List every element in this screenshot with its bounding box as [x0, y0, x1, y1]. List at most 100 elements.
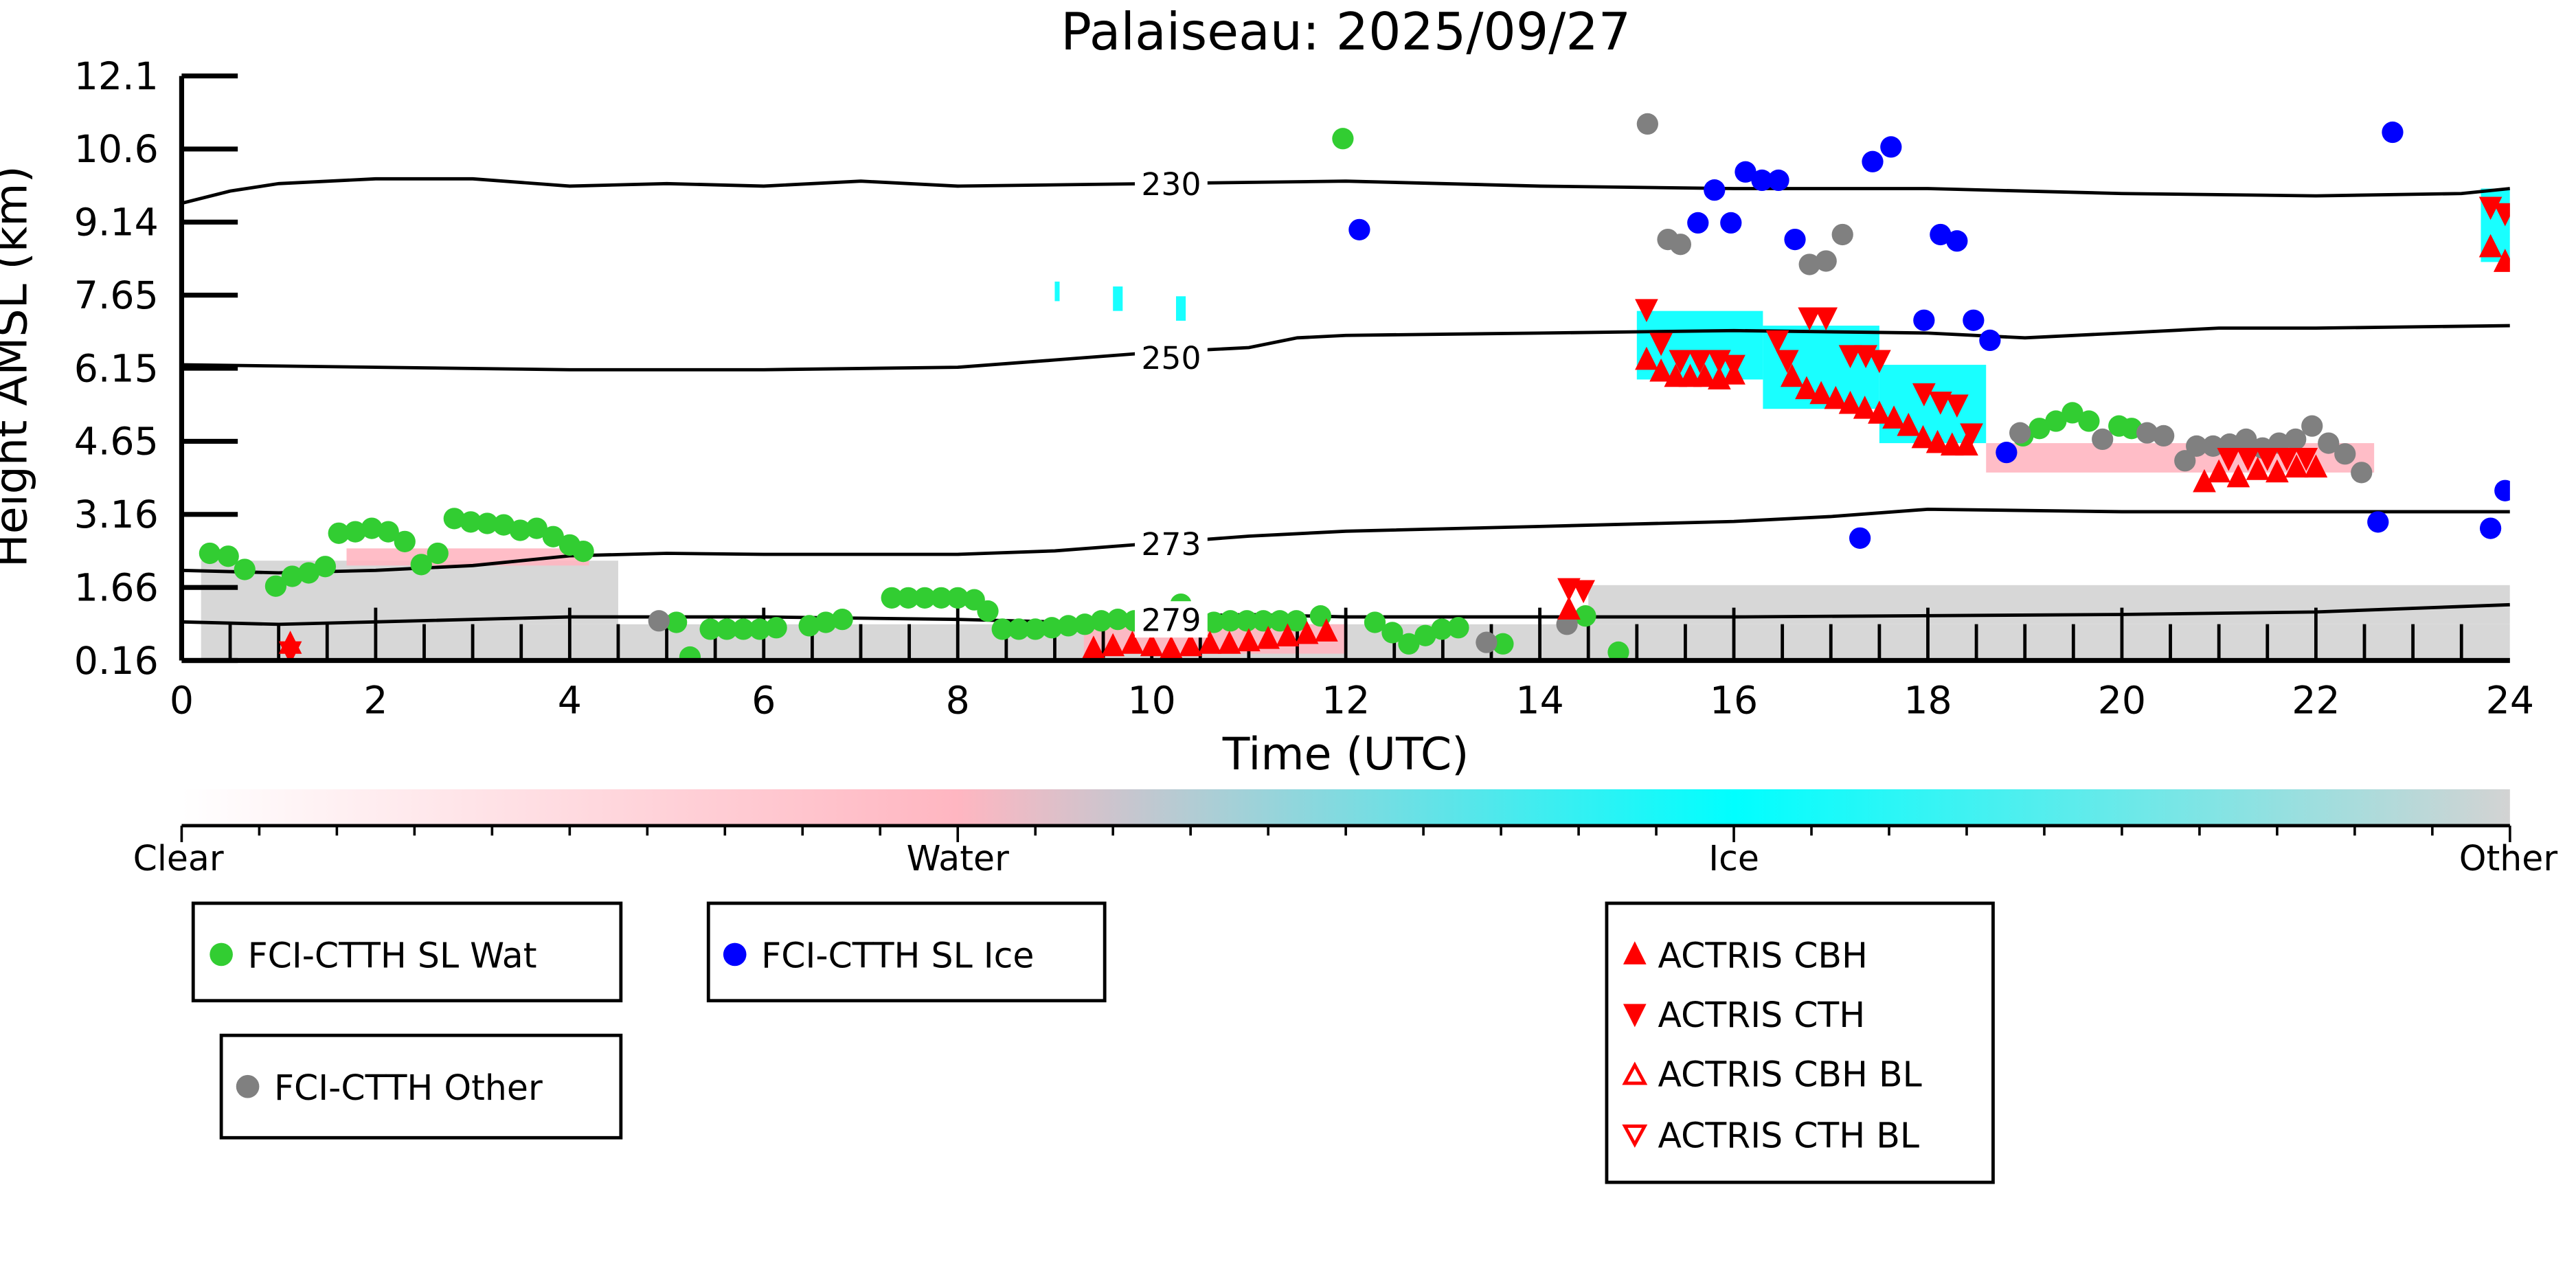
fci-ctth-sl-wat-point — [1219, 610, 1241, 632]
fci-ctth-sl-wat-point — [217, 545, 239, 567]
actris-cth-point — [1775, 350, 1799, 374]
actris-cth-point — [278, 641, 302, 661]
fci-ctth-sl-wat-point — [1252, 610, 1274, 632]
legend-marker-water — [210, 942, 233, 967]
actris-cbh-point — [2493, 249, 2510, 272]
fci-ctth-sl-wat-point — [679, 646, 701, 661]
fci-ctth-sl-ice-point — [2367, 511, 2389, 533]
fci-ctth-sl-ice-point — [2382, 121, 2404, 144]
actris-cth-point — [1669, 350, 1693, 374]
actris-cbh-point — [1911, 425, 1935, 449]
fci-ctth-sl-wat-point — [1107, 609, 1129, 631]
actris-cbh-point — [2226, 464, 2250, 488]
x-tick-label: 22 — [2292, 679, 2340, 723]
fci-ctth-sl-wat-point — [394, 530, 416, 552]
colorbar-label-clear: Clear — [133, 838, 224, 879]
y-tick-label: 9.14 — [74, 201, 159, 245]
fci-ctth-sl-ice-point — [1348, 218, 1370, 240]
fci-ctth-sl-wat-point — [377, 521, 399, 543]
actris-cbh-point — [1160, 635, 1183, 659]
contour-line-250 — [181, 324, 2510, 372]
y-tick-label: 12.1 — [74, 55, 159, 99]
x-tick-label: 14 — [1515, 679, 1563, 723]
fci-ctth-other-point — [2351, 462, 2373, 484]
contour-label-bg — [1135, 339, 1208, 376]
contour-label-279: 279 — [1141, 602, 1201, 638]
legend-marker-cth-bl — [1622, 1125, 1648, 1148]
fci-ctth-sl-wat-point — [1008, 618, 1030, 640]
fci-ctth-other-point — [2136, 422, 2158, 444]
actris-cbh-point — [1140, 633, 1164, 657]
legend-label-cbh-bl: ACTRIS CBH BL — [1658, 1054, 1921, 1095]
fci-ctth-sl-wat-point — [1285, 610, 1307, 632]
fci-ctth-sl-wat-point — [1057, 615, 1079, 637]
x-tick-label: 24 — [2486, 679, 2534, 723]
data-markers — [199, 113, 2510, 661]
fci-ctth-other-point — [1476, 631, 1498, 653]
actris-cth-point — [2217, 448, 2241, 471]
fci-ctth-sl-ice-point — [1849, 527, 1871, 549]
phase-region-ice — [1054, 281, 1060, 302]
actris-cbh-point — [1940, 432, 1964, 456]
legend-ice: FCI-CTTH SL Ice — [706, 901, 1107, 1003]
contour-label-bg — [1135, 601, 1208, 638]
fci-ctth-sl-ice-point — [1735, 161, 1756, 183]
fci-ctth-other-point — [2334, 443, 2356, 465]
actris-cth-point — [1868, 350, 1891, 374]
fci-ctth-sl-wat-point — [947, 587, 969, 609]
phase-region-ice — [1175, 296, 1186, 321]
actris-cbh-point — [1256, 625, 1280, 649]
contour-line-230 — [181, 177, 2510, 205]
fci-ctth-sl-wat-point — [572, 540, 594, 563]
actris-cth-point — [2236, 448, 2260, 471]
y-tick-label: 10.6 — [74, 128, 159, 172]
actris-cbh-point — [1955, 432, 1978, 456]
x-tick-label: 12 — [1322, 679, 1370, 723]
x-axis-title: Time (UTC) — [1222, 729, 1469, 780]
actris-cbh-point — [1678, 363, 1702, 387]
fci-ctth-sl-wat-point — [1332, 128, 1354, 150]
phase-region-other — [201, 624, 2510, 661]
fci-ctth-sl-wat-point — [765, 617, 787, 639]
actris-cbh-point — [2207, 459, 2230, 483]
fci-ctth-sl-wat-point — [297, 562, 320, 584]
fci-ctth-sl-wat-point — [1236, 610, 1258, 632]
y-tick-label: 6.15 — [74, 347, 159, 391]
fci-ctth-sl-wat-point — [328, 522, 350, 544]
legend-water: FCI-CTTH SL Wat — [191, 901, 623, 1003]
fci-ctth-sl-wat-point — [264, 575, 287, 597]
y-axis-title: Height AMSL (km) — [0, 166, 37, 567]
actris-cth-point — [1798, 307, 1822, 331]
fci-ctth-sl-wat-point — [914, 587, 936, 609]
fci-ctth-other-point — [648, 610, 670, 632]
actris-cth-point — [2275, 448, 2298, 471]
colorbar-ticks — [180, 825, 2511, 842]
actris-cth-point — [1765, 330, 1789, 354]
y-tick-label: 7.65 — [74, 274, 159, 318]
fci-ctth-sl-wat-point — [526, 517, 547, 539]
actris-cbh-point — [1809, 381, 1833, 405]
actris-cbh-point — [1897, 412, 1921, 436]
fci-ctth-other-point — [2009, 422, 2031, 444]
fci-ctth-other-point — [2186, 435, 2208, 457]
actris-cbh-point — [2285, 454, 2308, 478]
fci-ctth-sl-wat-point — [1041, 617, 1063, 639]
fci-ctth-sl-ice-point — [1996, 442, 2018, 464]
contour-label-bg — [1135, 525, 1208, 562]
actris-cbh-point — [1120, 631, 1144, 654]
actris-cbh-point — [1198, 631, 1222, 654]
y-tick-label: 0.16 — [74, 640, 159, 683]
fci-ctth-sl-wat-point — [666, 611, 688, 633]
fci-ctth-sl-wat-point — [798, 615, 820, 637]
fci-ctth-sl-wat-point — [1364, 611, 1386, 633]
fci-ctth-sl-wat-point — [443, 508, 465, 530]
colorbar-label-water: Water — [907, 838, 1009, 879]
fci-ctth-sl-wat-point — [460, 511, 482, 533]
actris-cbh-point — [1217, 631, 1241, 654]
fci-ctth-sl-wat-point — [699, 618, 721, 640]
fci-ctth-sl-ice-point — [1767, 169, 1789, 192]
contour-label-273: 273 — [1141, 526, 1201, 563]
fci-ctth-other-point — [2285, 428, 2307, 451]
actris-cth-point — [1635, 299, 1658, 323]
